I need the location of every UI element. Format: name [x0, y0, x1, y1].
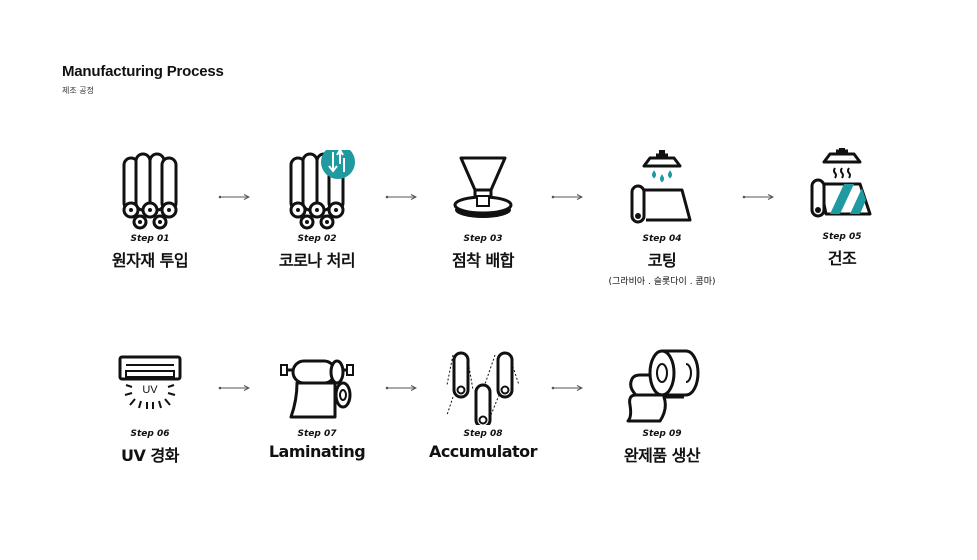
step-07: Step 07 Laminating: [237, 345, 397, 461]
step-09: Step 09 완제품 생산: [582, 345, 742, 466]
finished-roll-icon: [626, 349, 700, 423]
arrow-connector: [551, 193, 583, 201]
step-name: 원자재 투입: [111, 251, 189, 270]
step-label: Step 08: [463, 429, 503, 439]
funnel-icon: [453, 156, 513, 218]
step-label: Step 06: [130, 429, 170, 439]
step-name: 건조: [827, 249, 857, 268]
corona-rolls-icon: [289, 150, 355, 230]
step-name: 완제품 생산: [623, 446, 701, 465]
uv-lamp-icon: UV: [118, 355, 182, 409]
step-06: UV Step 06 UV 경화: [70, 345, 230, 466]
step-05: Step 05 건조: [762, 148, 922, 269]
step-name: Accumulator: [428, 442, 538, 461]
arrow-connector: [742, 193, 774, 201]
coating-icon: [630, 150, 692, 224]
step-08: Step 08 Accumulator: [403, 345, 563, 461]
step-02: Step 02 코로나 처리: [237, 150, 397, 271]
step-label: Step 04: [642, 234, 682, 244]
step-name: Laminating: [268, 442, 366, 461]
drying-icon: [810, 148, 872, 218]
step-name: 코로나 처리: [278, 251, 356, 270]
step-01: Step 01 원자재 투입: [70, 150, 230, 271]
page-title: Manufacturing Process: [62, 63, 224, 80]
step-03: Step 03 점착 배합: [403, 150, 563, 271]
arrow-connector: [218, 384, 250, 392]
page-subtitle: 제조 공정: [62, 86, 94, 95]
uv-text: UV: [142, 384, 158, 396]
step-label: Step 02: [297, 234, 337, 244]
arrow-connector: [385, 193, 417, 201]
step-name: UV 경화: [121, 446, 179, 465]
step-04: Step 04 코팅 (그라비아 . 슬롯다이 . 콤마): [582, 150, 742, 287]
step-note: (그라비아 . 슬롯다이 . 콤마): [608, 277, 716, 287]
step-label: Step 05: [822, 232, 862, 242]
arrow-connector: [385, 384, 417, 392]
rolls-icon: [122, 152, 178, 230]
arrow-connector: [218, 193, 250, 201]
laminating-icon: [280, 359, 354, 419]
step-label: Step 09: [642, 429, 682, 439]
step-label: Step 01: [130, 234, 170, 244]
step-label: Step 07: [297, 429, 337, 439]
arrow-connector: [551, 384, 583, 392]
step-name: 점착 배합: [452, 251, 514, 270]
step-name: 코팅: [647, 251, 677, 270]
accumulator-icon: [446, 351, 520, 425]
step-label: Step 03: [463, 234, 503, 244]
